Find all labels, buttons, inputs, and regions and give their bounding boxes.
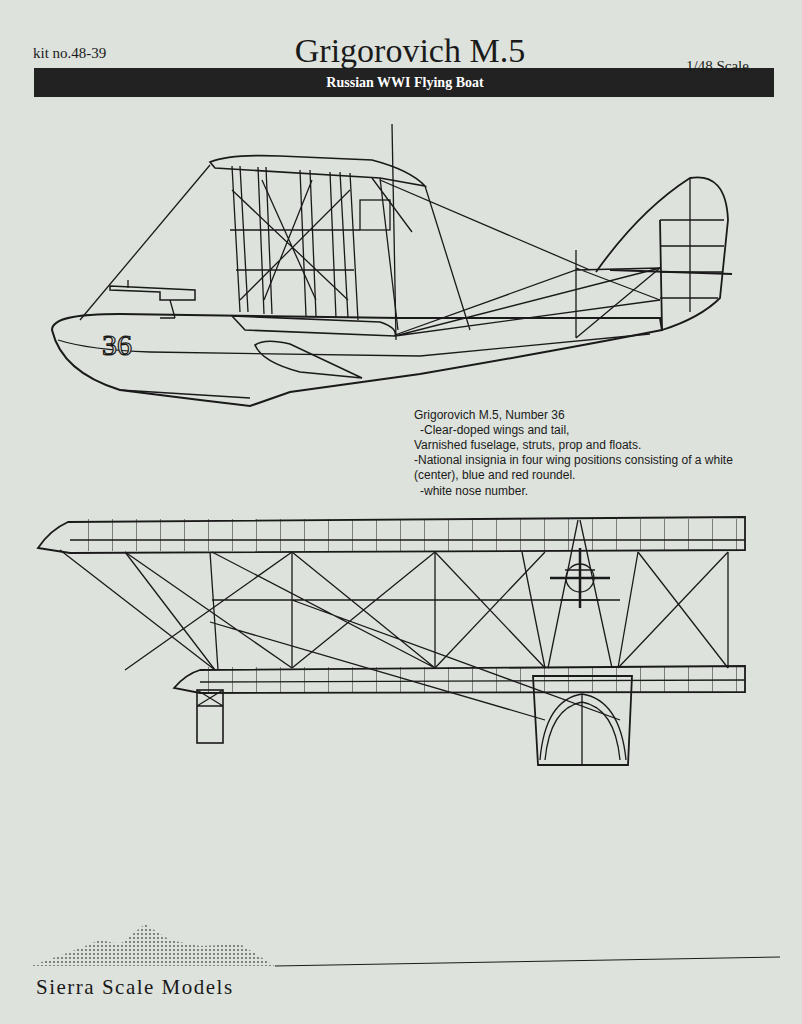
note-line: -National insignia in four wing position… — [414, 453, 759, 483]
nose-number: 36 — [102, 326, 132, 364]
note-line: -white nose number. — [420, 484, 528, 499]
footer-rule — [275, 957, 780, 966]
note-line: Varnished fuselage, struts, prop and flo… — [414, 438, 641, 453]
subtitle: Russian WWI Flying Boat — [326, 74, 483, 92]
logo-mountains — [30, 924, 275, 966]
kit-number: kit no.48-39 — [33, 44, 106, 63]
note-line: Grigorovich M.5, Number 36 — [414, 408, 565, 423]
page-title: Grigorovich M.5 — [295, 30, 525, 73]
note-line: -Clear-doped wings and tail, — [420, 423, 569, 438]
header-bar — [34, 68, 774, 97]
front-view — [38, 517, 745, 765]
scale-note: 1/48 Scale — [686, 57, 749, 76]
brand-name: Sierra Scale Models — [36, 974, 234, 1000]
side-view — [52, 124, 732, 406]
